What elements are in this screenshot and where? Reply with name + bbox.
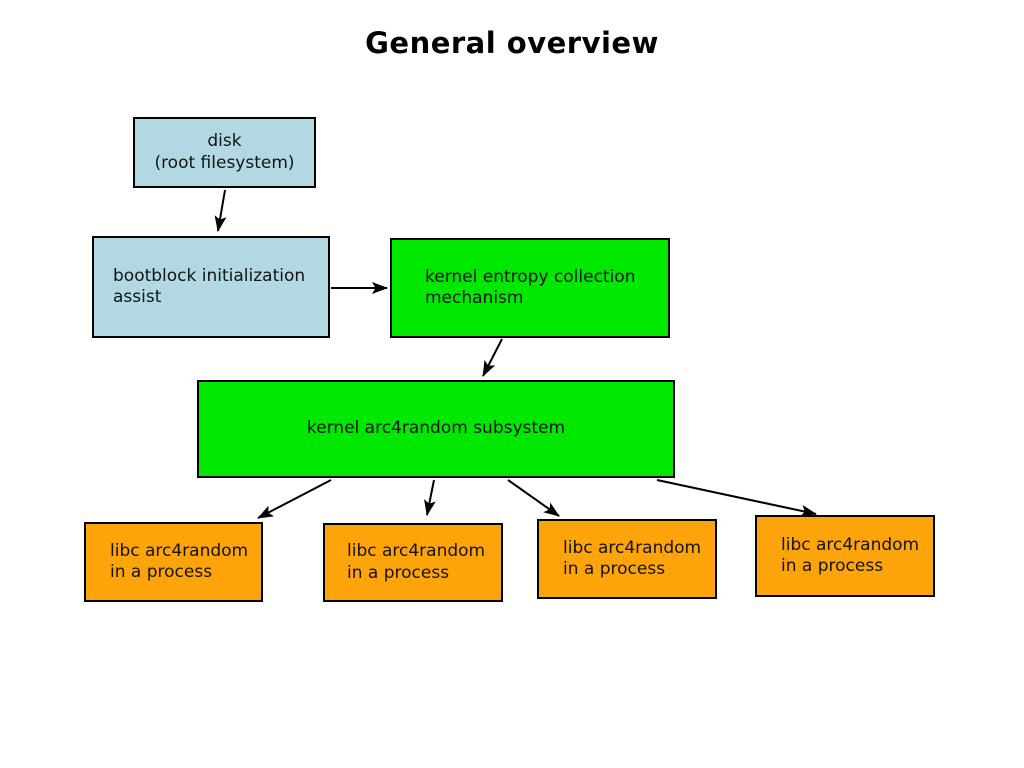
node-libc-arc4random-4: libc arc4random in a process <box>755 515 935 597</box>
arrow-arc4random-to-libc4 <box>656 479 817 517</box>
node-bootblock-initialization-assist: bootblock initialization assist <box>92 236 330 338</box>
arrow-arc4random-to-libc1 <box>257 479 332 519</box>
node-kernel-entropy-collection: kernel entropy collection mechanism <box>390 238 670 338</box>
arrow-arc4random-to-libc2 <box>424 479 436 516</box>
node-libc-arc4random-3: libc arc4random in a process <box>537 519 717 599</box>
arrow-disk-to-bootblock <box>214 189 227 232</box>
arrow-entropy-to-arc4random <box>482 338 503 377</box>
node-disk: disk (root filesystem) <box>133 117 316 188</box>
page-title: General overview <box>365 26 659 60</box>
node-kernel-arc4random-subsystem: kernel arc4random subsystem <box>197 380 675 478</box>
arrow-arc4random-to-libc3 <box>507 479 560 517</box>
node-libc-arc4random-1: libc arc4random in a process <box>84 522 263 602</box>
node-libc-arc4random-2: libc arc4random in a process <box>323 523 503 602</box>
